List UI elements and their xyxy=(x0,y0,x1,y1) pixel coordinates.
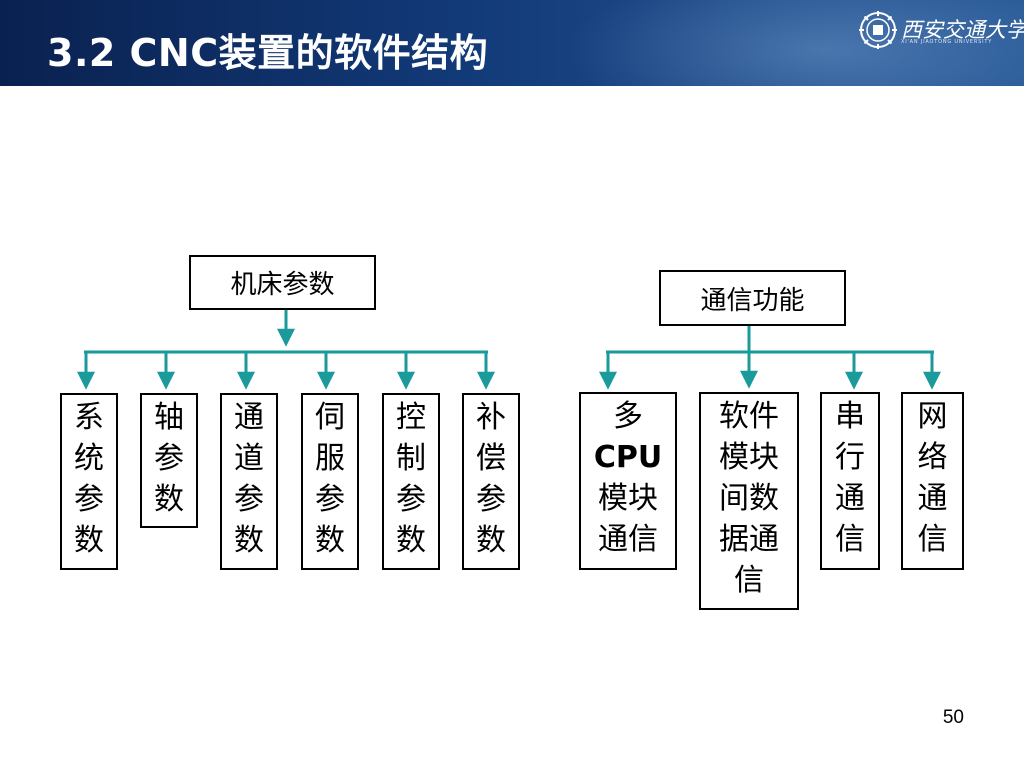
node-axis-params: 轴参数 xyxy=(140,393,198,528)
node-control-params: 控制参数 xyxy=(382,393,440,570)
node-label: 伺服参数 xyxy=(315,400,345,558)
node-system-params: 系统参数 xyxy=(60,393,118,570)
node-comm-functions: 通信功能 xyxy=(659,270,846,326)
node-label: 控制参数 xyxy=(396,400,426,558)
university-name: 西安交通大学 xyxy=(901,18,1024,42)
node-servo-params: 伺服参数 xyxy=(301,393,359,570)
university-name-en: XI'AN JIAOTONG UNIVERSITY xyxy=(901,39,993,45)
node-label: 系统参数 xyxy=(74,400,104,558)
node-machine-params: 机床参数 xyxy=(189,255,376,310)
node-network-comm: 网络通信 xyxy=(901,392,964,570)
node-software-module-data-comm: 软件模块间数据通信 xyxy=(699,392,799,610)
page-number: 50 xyxy=(942,707,964,728)
node-label: 串行通信 xyxy=(835,399,865,557)
node-serial-comm: 串行通信 xyxy=(820,392,880,570)
page-title: 3.2 CNC装置的软件结构 xyxy=(47,31,489,75)
node-label: 网络通信 xyxy=(917,399,948,557)
university-logo: 西安交通大学 XI'AN JIAOTONG UNIVERSITY xyxy=(856,10,1024,50)
node-label: 通道参数 xyxy=(234,400,264,558)
node-channel-params: 通道参数 xyxy=(220,393,278,570)
node-label: 轴参数 xyxy=(154,400,184,517)
node-label: 补偿参数 xyxy=(476,400,506,558)
node-compensation-params: 补偿参数 xyxy=(462,393,520,570)
header-highlight xyxy=(564,0,1024,86)
node-label: 软件模块间数据通信 xyxy=(719,399,779,598)
slide-header: 3.2 CNC装置的软件结构 西安交通大学 XI'AN JIAOTONG UNI… xyxy=(0,0,1024,86)
university-emblem-icon xyxy=(859,11,897,49)
